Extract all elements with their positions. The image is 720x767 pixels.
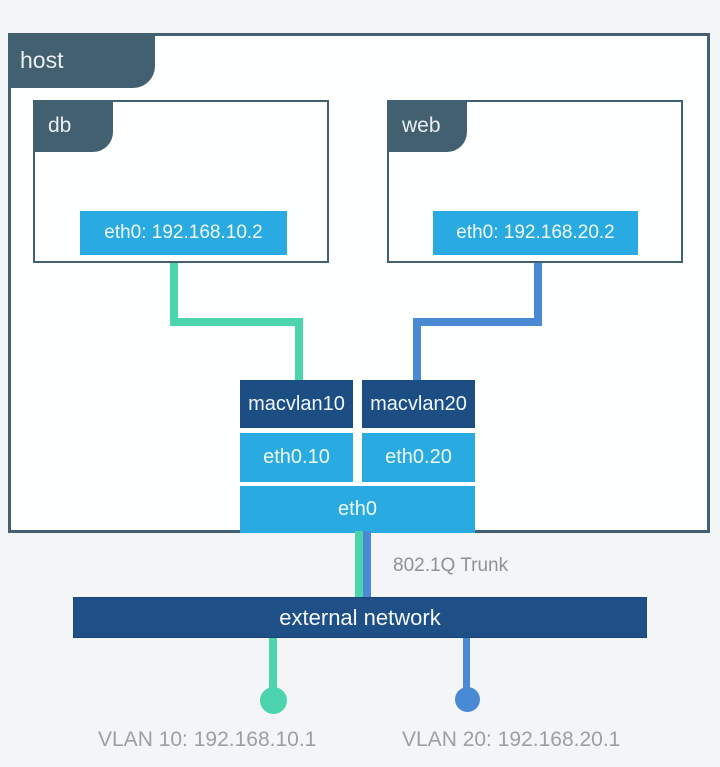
eth0-10-label: eth0.10 — [263, 446, 330, 468]
vlan10-gateway-label: VLAN 10: 192.168.10.1 — [98, 728, 317, 751]
macvlan10-label: macvlan10 — [248, 392, 345, 415]
vlan10-gateway-stem — [269, 638, 277, 693]
eth0-20-chip: eth0.20 — [362, 433, 475, 482]
macvlan10-chip: macvlan10 — [240, 380, 353, 428]
web-eth0-chip: eth0: 192.168.20.2 — [433, 211, 638, 255]
link-web-to-macvlan20-drop — [413, 318, 421, 382]
web-tab: web — [387, 100, 467, 152]
host-tab: host — [8, 33, 155, 88]
web-eth0-label: eth0: 192.168.20.2 — [456, 222, 615, 243]
vlan20-gateway-dot — [455, 687, 480, 712]
link-web-to-macvlan20-vertical — [534, 263, 542, 326]
db-eth0-chip: eth0: 192.168.10.2 — [80, 211, 287, 255]
eth0-parent-chip: eth0 — [240, 486, 475, 533]
vlan10-gateway-dot — [260, 687, 287, 714]
db-tab: db — [33, 100, 113, 152]
external-network-bar: external network — [73, 597, 647, 638]
vlan20-gateway-label: VLAN 20: 192.168.20.1 — [402, 728, 621, 751]
link-db-to-macvlan10-vertical — [170, 263, 178, 326]
link-db-to-macvlan10-drop — [295, 318, 303, 382]
vlan20-gateway-stem — [463, 638, 470, 692]
trunk-link-vlan20 — [363, 531, 371, 597]
web-label: web — [402, 114, 441, 137]
trunk-link-vlan10 — [355, 531, 363, 597]
host-label: host — [20, 47, 64, 73]
macvlan20-chip: macvlan20 — [362, 380, 475, 428]
eth0-20-label: eth0.20 — [385, 446, 452, 468]
db-label: db — [48, 114, 72, 137]
link-web-to-macvlan20-horizontal — [413, 318, 542, 326]
link-db-to-macvlan10-horizontal — [170, 318, 303, 326]
db-eth0-label: eth0: 192.168.10.2 — [104, 222, 263, 243]
trunk-label: 802.1Q Trunk — [393, 555, 509, 576]
eth0-parent-label: eth0 — [338, 498, 377, 520]
eth0-10-chip: eth0.10 — [240, 433, 353, 482]
macvlan20-label: macvlan20 — [370, 392, 467, 415]
external-network-label: external network — [279, 604, 441, 630]
